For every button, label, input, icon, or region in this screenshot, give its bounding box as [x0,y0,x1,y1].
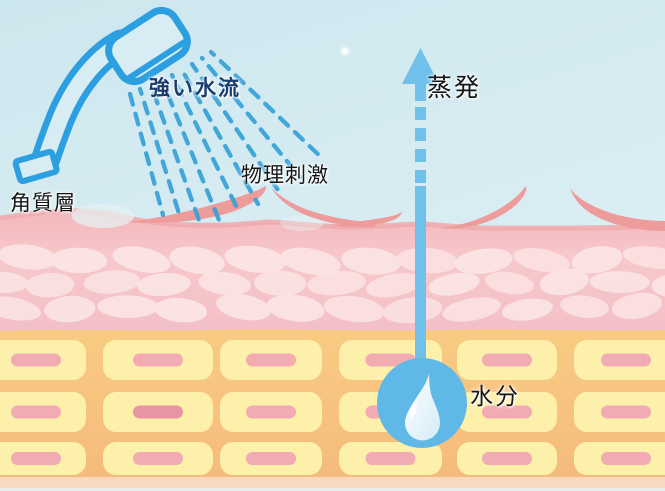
label-stratum-corneum: 角質層 [10,191,76,215]
bottom-edge-line [0,488,665,491]
epidermis-layer [0,208,665,345]
label-moisture: 水分 [470,384,520,409]
surface-mist-mounds [72,204,324,231]
label-physical-stimulation: 物理刺激 [241,163,329,187]
dermis-layer [0,329,665,491]
dermis-bottom-band [0,477,665,491]
corneocyte-pattern [0,244,665,324]
white-sparkle-icon [339,45,351,57]
water-drop-in-circle-icon [377,358,467,448]
shower-head-icon [12,6,191,185]
label-strong-water-flow: 強い水流 [149,76,241,100]
water-spray-dashes [127,49,325,226]
label-evaporation: 蒸発 [427,75,482,102]
evaporation-arrow [402,48,439,372]
